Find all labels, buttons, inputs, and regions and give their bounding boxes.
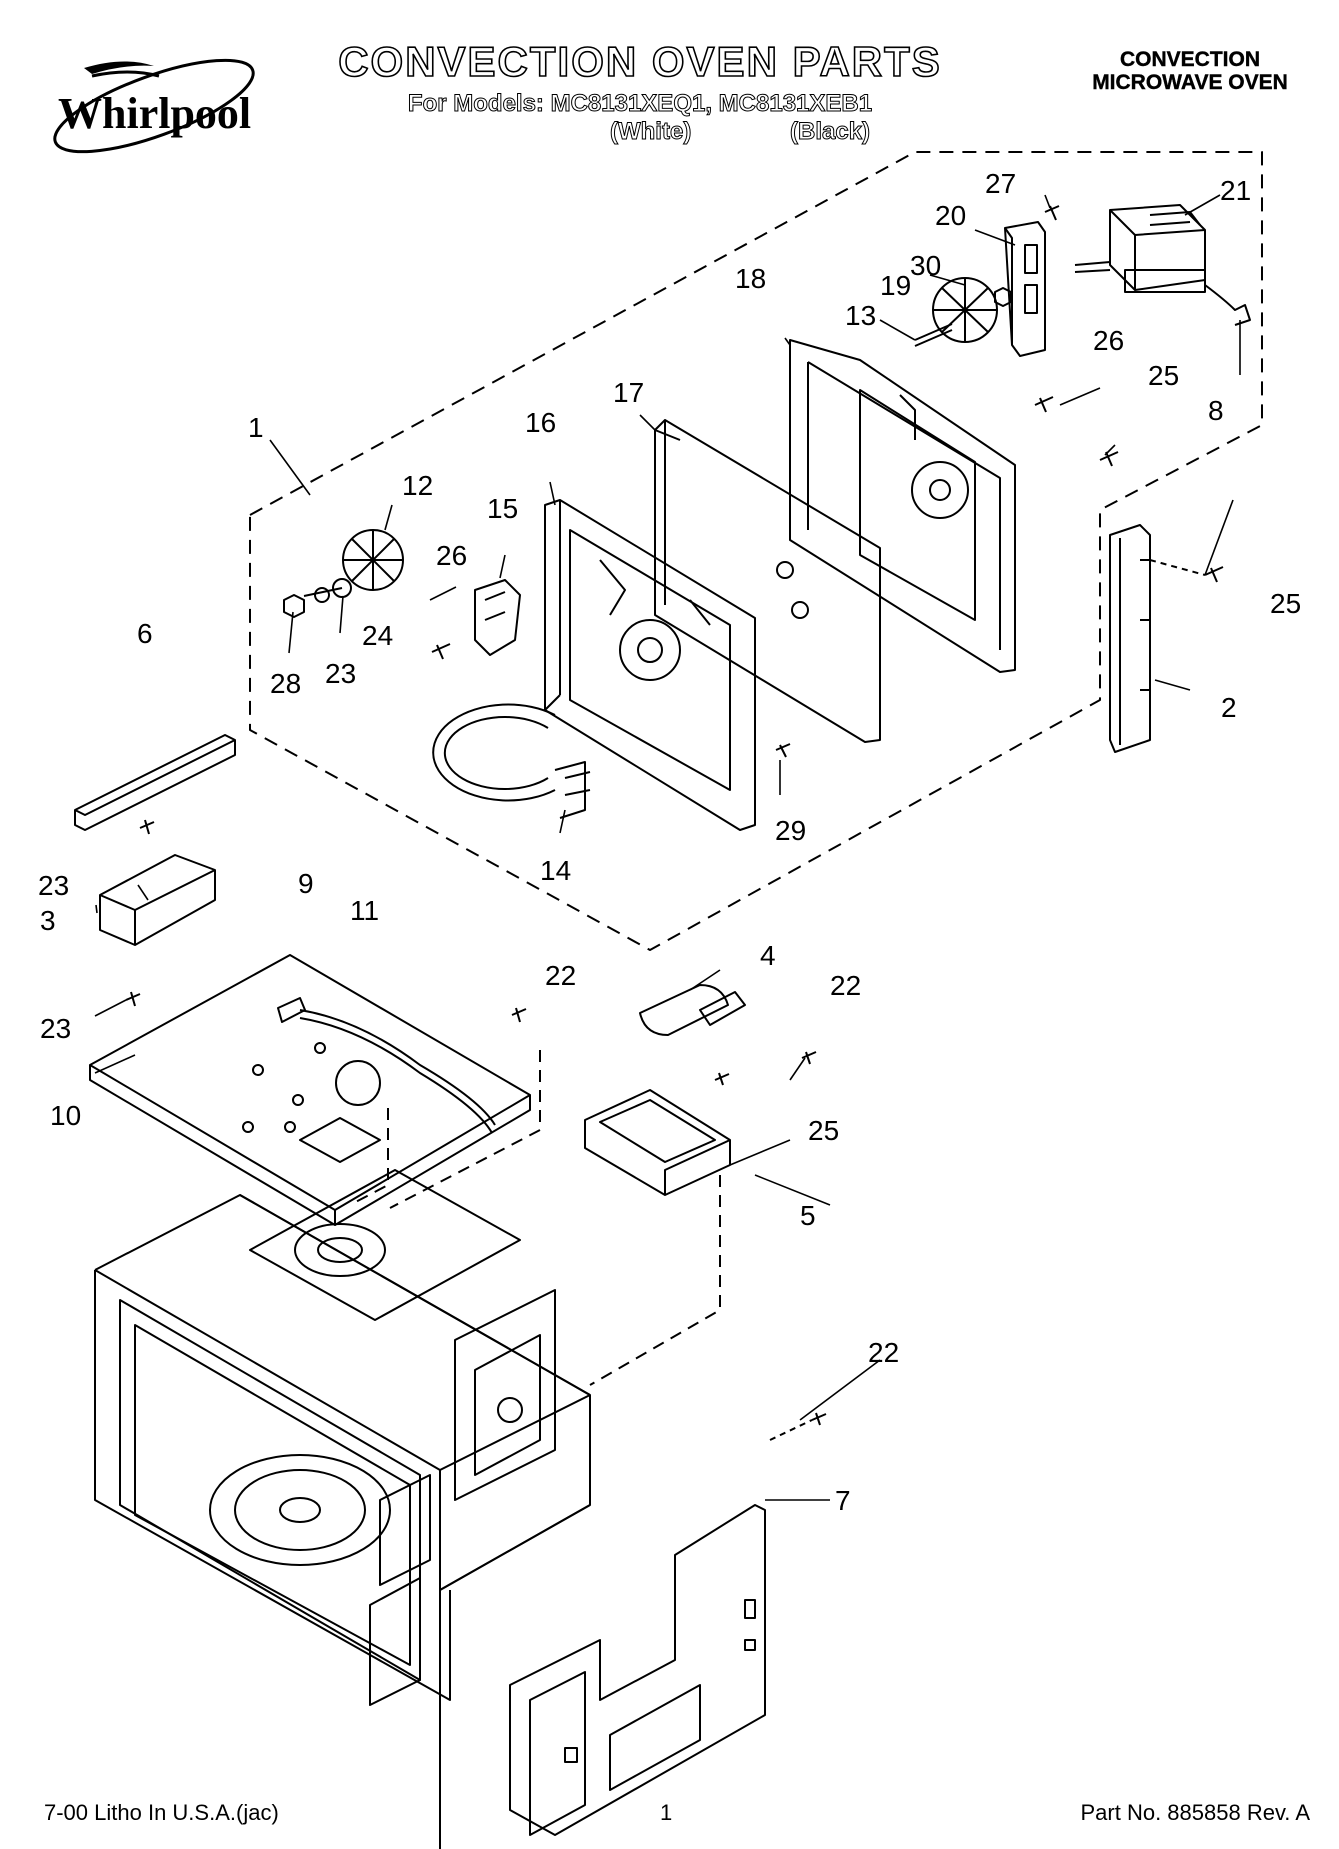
part-screw-25-right	[1204, 566, 1224, 583]
part-screw-26-lower	[431, 643, 451, 660]
callout-26-lower: 26	[436, 540, 467, 571]
product-type: CONVECTION MICROWAVE OVEN	[1060, 48, 1320, 94]
callout-19: 19	[880, 270, 911, 301]
part-convection-frame	[789, 339, 1016, 673]
part-screw-29	[775, 743, 791, 758]
part-capacitor	[639, 984, 746, 1036]
part-washer-24	[332, 578, 352, 598]
part-motor-bracket	[1004, 221, 1046, 357]
callout-7: 7	[835, 1485, 851, 1516]
callout-4: 4	[760, 940, 776, 971]
part-nut-30	[994, 287, 1012, 307]
callout-16: 16	[525, 407, 556, 438]
part-back-panel	[509, 1504, 766, 1836]
part-connector-block	[99, 854, 216, 946]
part-screw-27	[1044, 205, 1060, 221]
callout-22-top: 22	[545, 960, 576, 991]
callout-3: 3	[40, 905, 56, 936]
part-heating-element	[432, 703, 591, 819]
part-capacitor-tray	[584, 1089, 731, 1196]
part-screw-22-capacitor	[801, 1051, 817, 1065]
color-black-label: (Black)	[789, 118, 871, 146]
color-white-label: (White)	[609, 118, 692, 146]
footer-litho: 7-00 Litho In U.S.A.(jac)	[44, 1800, 279, 1825]
callout-18: 18	[735, 263, 766, 294]
callout-2: 2	[1221, 692, 1237, 723]
wire-harness	[299, 1009, 496, 1126]
part-strip	[74, 734, 236, 831]
model-numbers: For Models: MC8131XEQ1, MC8131XEB1	[407, 90, 873, 118]
callout-27: 27	[985, 168, 1016, 199]
logo-wordmark: Whirlpool	[58, 89, 251, 138]
callout-30: 30	[910, 250, 941, 281]
callout-5: 5	[800, 1200, 816, 1231]
part-heater-housing	[544, 499, 756, 831]
callout-14: 14	[540, 855, 571, 886]
part-heater-bracket	[474, 579, 521, 656]
whirlpool-logo: Whirlpool	[53, 58, 255, 154]
product-type-line2: MICROWAVE OVEN	[1092, 71, 1288, 94]
callout-11: 11	[350, 895, 379, 926]
callout-15: 15	[487, 493, 518, 524]
page-title: CONVECTION OVEN PARTS	[337, 37, 942, 86]
callout-23-upper: 23	[38, 870, 69, 901]
product-type-line1: CONVECTION	[1119, 48, 1260, 71]
part-screw-22-top	[511, 1007, 527, 1023]
part-oven-cavity	[94, 1117, 591, 1849]
part-screw-23-upper	[139, 819, 155, 835]
part-screw-26-upper	[1034, 396, 1054, 413]
part-screw-25-upper	[1099, 451, 1119, 467]
part-top-panel	[89, 954, 531, 1226]
part-washer-23	[314, 587, 330, 603]
part-motor	[1074, 204, 1251, 326]
callout-10: 10	[50, 1100, 81, 1131]
part-screw-23-lower	[125, 991, 141, 1007]
callout-6: 6	[137, 618, 153, 649]
part-fan-blade	[932, 277, 998, 343]
callout-26-upper: 26	[1093, 325, 1124, 356]
part-side-bracket	[1109, 524, 1151, 753]
callout-24: 24	[362, 620, 393, 651]
callout-25-upper: 25	[1148, 360, 1179, 391]
callout-8: 8	[1208, 395, 1224, 426]
callout-22-capacitor: 22	[830, 970, 861, 1001]
callout-23-fan: 23	[325, 658, 356, 689]
callout-1: 1	[248, 412, 264, 443]
part-shaft-13	[914, 323, 953, 347]
part-cover-panel	[654, 419, 881, 743]
callout-13: 13	[845, 300, 876, 331]
callout-25-right: 25	[1270, 588, 1301, 619]
part-fan-12	[342, 529, 404, 591]
callout-23-lower: 23	[40, 1013, 71, 1044]
part-screw-25-tray	[714, 1072, 730, 1086]
callout-9: 9	[298, 868, 314, 899]
footer-page-number: 1	[660, 1800, 673, 1825]
footer-part-number: Part No. 885858 Rev. A	[1080, 1800, 1310, 1825]
callout-12: 12	[402, 470, 433, 501]
callout-21: 21	[1220, 175, 1251, 206]
part-screw-22-back	[811, 1412, 827, 1426]
callout-20: 20	[935, 200, 966, 231]
callout-29: 29	[775, 815, 806, 846]
callout-28: 28	[270, 668, 301, 699]
callout-25-tray: 25	[808, 1115, 839, 1146]
part-nut-28	[283, 594, 305, 618]
callout-17: 17	[613, 377, 644, 408]
callout-22-back: 22	[868, 1337, 899, 1368]
